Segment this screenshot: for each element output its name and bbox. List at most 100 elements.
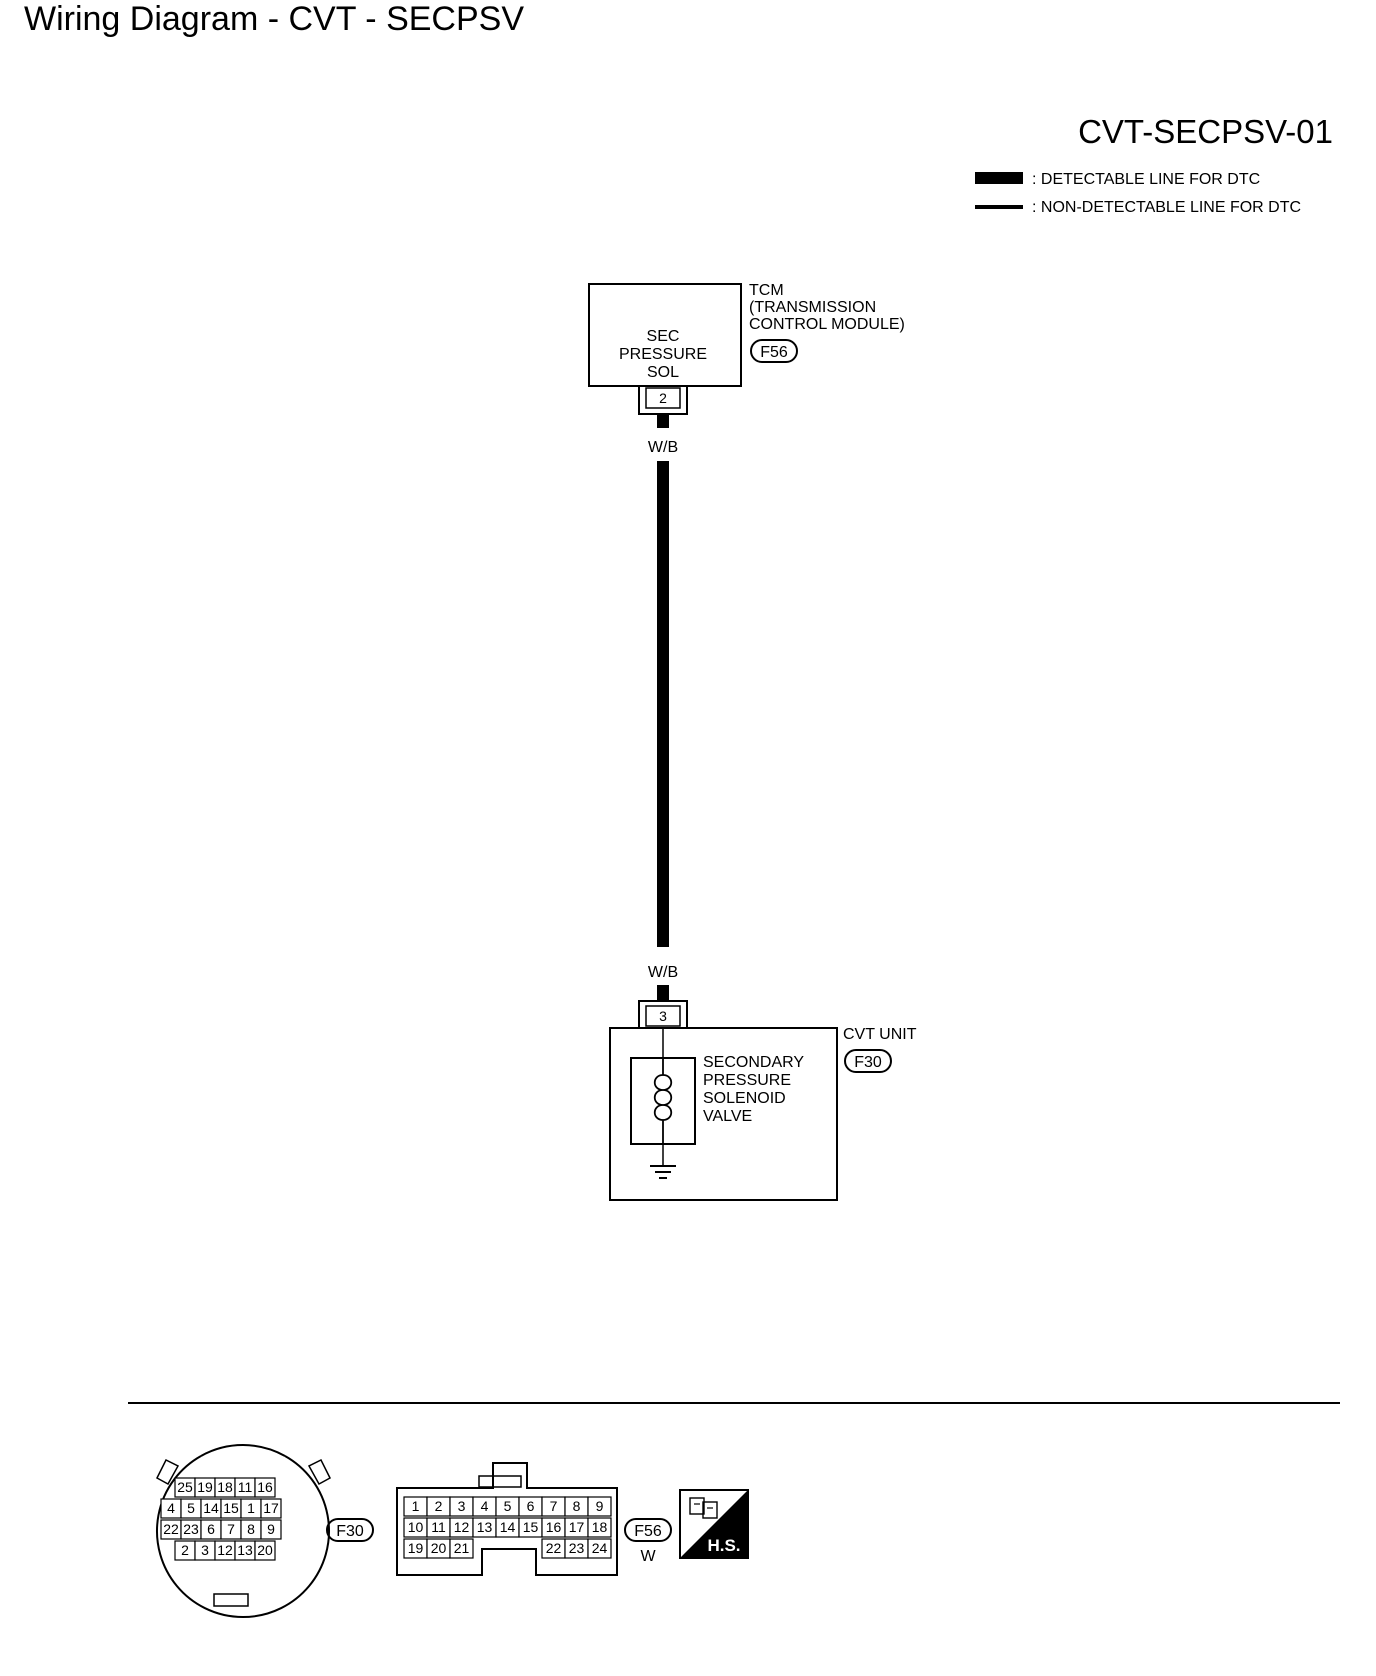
svg-text:7: 7 [550,1498,558,1514]
tcm-desc-line1: (TRANSMISSION [749,299,876,316]
svg-text:6: 6 [527,1498,535,1514]
svg-text:10: 10 [408,1519,424,1535]
f56-connector-color: W [640,1548,656,1565]
f56-pin-8: 8 [564,1496,589,1517]
tcm-connector-id: F56 [760,344,788,361]
svg-text:22: 22 [163,1521,179,1537]
component-label-line4: VALVE [703,1108,752,1125]
f30-pin-9: 9 [260,1519,282,1540]
f30-pin-18: 18 [214,1477,236,1498]
wire-color-top: W/B [648,439,678,456]
svg-text:15: 15 [223,1500,239,1516]
svg-text:17: 17 [263,1500,279,1516]
cvt-connector-id: F30 [854,1054,882,1071]
connector-plug-icon [689,1497,718,1519]
f30-pin-12: 12 [214,1540,236,1561]
solenoid-coil-icon [653,1058,673,1144]
svg-text:1: 1 [247,1500,255,1516]
svg-text:21: 21 [454,1540,470,1556]
wire-color-bottom: W/B [648,964,678,981]
legend-detectable-swatch [975,172,1023,184]
svg-text:2: 2 [181,1542,189,1558]
wire-segment-top [657,414,669,428]
legend-non-detectable-text: : NON-DETECTABLE LINE FOR DTC [1032,199,1301,216]
svg-text:25: 25 [177,1479,193,1495]
f56-pin-23: 23 [564,1538,589,1559]
f56-pin-3: 3 [449,1496,474,1517]
f30-connector-id: F30 [336,1523,364,1540]
component-label-line3: SOLENOID [703,1090,786,1107]
component-label-line1: SECONDARY [703,1054,804,1071]
f56-pin-14: 14 [495,1517,520,1538]
f56-pin-11: 11 [426,1517,451,1538]
f56-pin-13: 13 [472,1517,497,1538]
svg-text:16: 16 [546,1519,562,1535]
ground-icon [650,1144,676,1179]
f30-pin-22: 22 [160,1519,182,1540]
cvt-unit-box [609,1027,838,1201]
f56-pin-24: 24 [587,1538,612,1559]
svg-text:13: 13 [477,1519,493,1535]
svg-text:8: 8 [247,1521,255,1537]
svg-text:18: 18 [592,1519,608,1535]
f56-pin-18: 18 [587,1517,612,1538]
svg-text:12: 12 [217,1542,233,1558]
f56-pin-15: 15 [518,1517,543,1538]
wire-segment-main [657,461,669,947]
svg-text:15: 15 [523,1519,539,1535]
component-label-line2: PRESSURE [703,1072,791,1089]
f30-pin-3: 3 [194,1540,216,1561]
page-title: Wiring Diagram - CVT - SECPSV [24,0,524,38]
svg-text:17: 17 [569,1519,585,1535]
f30-connector-badge [326,1518,374,1542]
wire-segment-bottom [657,985,669,1001]
f56-pin-17: 17 [564,1517,589,1538]
svg-text:22: 22 [546,1540,562,1556]
tcm-module: SEC PRESSURE SOL TCM (TRANSMISSION CONTR… [588,282,905,387]
f30-pin-16: 16 [254,1477,276,1498]
f30-pin-14: 14 [200,1498,222,1519]
f30-pin-4: 4 [160,1498,182,1519]
svg-text:4: 4 [481,1498,489,1514]
svg-text:11: 11 [431,1519,446,1535]
tcm-terminal-label-line1: SEC [647,328,680,345]
f56-connector-badge [624,1518,672,1542]
svg-text:11: 11 [238,1479,253,1495]
f30-pin-6: 6 [200,1519,222,1540]
f56-pin-16: 16 [541,1517,566,1538]
hs-badge: H.S. [679,1489,749,1559]
wire-wb: W/B W/B [648,414,678,1001]
f30-pin-20: 20 [254,1540,276,1561]
f30-pin-2: 2 [174,1540,196,1561]
svg-text:2: 2 [435,1498,443,1514]
svg-text:4: 4 [167,1500,175,1516]
f30-pin-13: 13 [234,1540,256,1561]
f56-pin-5: 5 [495,1496,520,1517]
legend-non-detectable-swatch [975,205,1023,209]
svg-text:19: 19 [197,1479,213,1495]
tcm-pin-number: 2 [659,390,667,406]
f56-pin-10: 10 [403,1517,428,1538]
f30-pin-23: 23 [180,1519,202,1540]
svg-text:7: 7 [227,1521,235,1537]
f56-pin-6: 6 [518,1496,543,1517]
f56-pin-12: 12 [449,1517,474,1538]
svg-text:19: 19 [408,1540,424,1556]
f30-pin-19: 19 [194,1477,216,1498]
svg-text:5: 5 [504,1498,512,1514]
f30-pin-1: 1 [240,1498,262,1519]
svg-text:24: 24 [592,1540,608,1556]
svg-text:9: 9 [267,1521,275,1537]
svg-text:14: 14 [500,1519,516,1535]
svg-text:8: 8 [573,1498,581,1514]
svg-text:13: 13 [237,1542,253,1558]
f30-pin-7: 7 [220,1519,242,1540]
legend-detectable-text: : DETECTABLE LINE FOR DTC [1032,171,1260,188]
hs-badge-text: H.S. [707,1536,740,1555]
tcm-desc-line2: CONTROL MODULE) [749,316,905,333]
cvt-pin-connector: 3 [638,1000,688,1028]
